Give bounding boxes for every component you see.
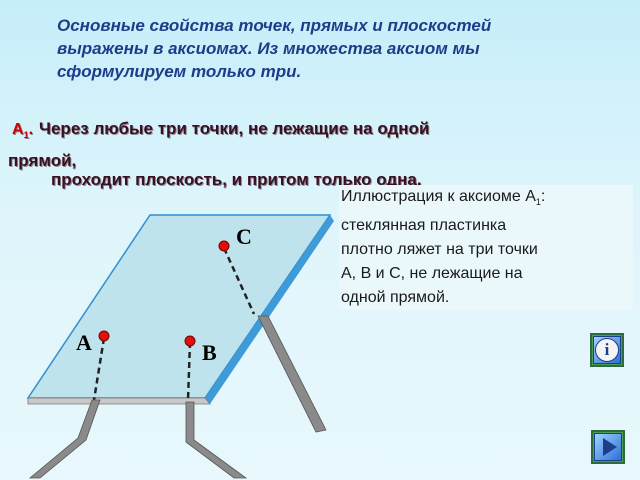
- caption-prefix: Иллюстрация к аксиоме А: [341, 188, 536, 205]
- arrow-shape: [602, 438, 617, 456]
- next-slide-button[interactable]: [591, 430, 625, 464]
- axiom-statement: А1. Через любые три точки, не лежащие на …: [8, 116, 568, 173]
- point-b-label: B: [202, 340, 217, 365]
- point-a-marker: [98, 330, 110, 342]
- caption-line: одной прямой.: [341, 289, 450, 307]
- axiom-text-line1: Через любые три точки, не лежащие на одн…: [39, 119, 430, 138]
- info-icon: i: [593, 336, 621, 364]
- intro-line: сформулируем только три.: [57, 62, 302, 81]
- intro-line: Основные свойства точек, прямых и плоско…: [57, 16, 492, 35]
- illustration-caption: Иллюстрация к аксиоме А1: стеклянная пла…: [339, 185, 633, 311]
- axiom-label: А1.: [12, 121, 34, 141]
- rod-c-dashed: [222, 247, 256, 315]
- glass-plate-edge-right: [205, 215, 334, 404]
- caption-index: 1: [535, 197, 541, 208]
- point-a-label: A: [76, 330, 92, 355]
- rod-b-lower: [185, 401, 248, 479]
- axiom-text-line2: проходит плоскость, и притом только одна…: [51, 170, 422, 189]
- rod-c-lower: [257, 315, 327, 433]
- info-button[interactable]: i: [590, 333, 624, 367]
- rod-a-lower: [28, 399, 101, 479]
- caption-line: плотно ляжет на три точки: [341, 241, 538, 259]
- caption-line: стеклянная пластинка: [341, 217, 507, 235]
- axiom-dot: .: [28, 121, 34, 138]
- glass-plate-top: [26, 214, 332, 399]
- axiom-index: 1: [23, 130, 29, 141]
- glass-plate-edge-bottom: [27, 397, 211, 405]
- intro-line: выражены в аксиомах. Из множества аксиом…: [57, 39, 480, 58]
- next-arrow-icon: [594, 433, 622, 461]
- intro-text: Основные свойства точек, прямых и плоско…: [57, 14, 617, 83]
- axiom-letter: А: [12, 121, 24, 138]
- point-c-label: C: [236, 224, 252, 249]
- caption-suffix: :: [540, 188, 546, 205]
- info-glyph: i: [595, 338, 619, 362]
- rod-a-dashed: [92, 337, 106, 401]
- caption-line: Иллюстрация к аксиоме А1:: [341, 185, 631, 214]
- axiom-text-line1b: прямой,: [8, 151, 77, 171]
- caption-line: А, В и С, не лежащие на: [341, 265, 523, 283]
- point-b-marker: [184, 335, 196, 347]
- point-c-marker: [218, 240, 230, 252]
